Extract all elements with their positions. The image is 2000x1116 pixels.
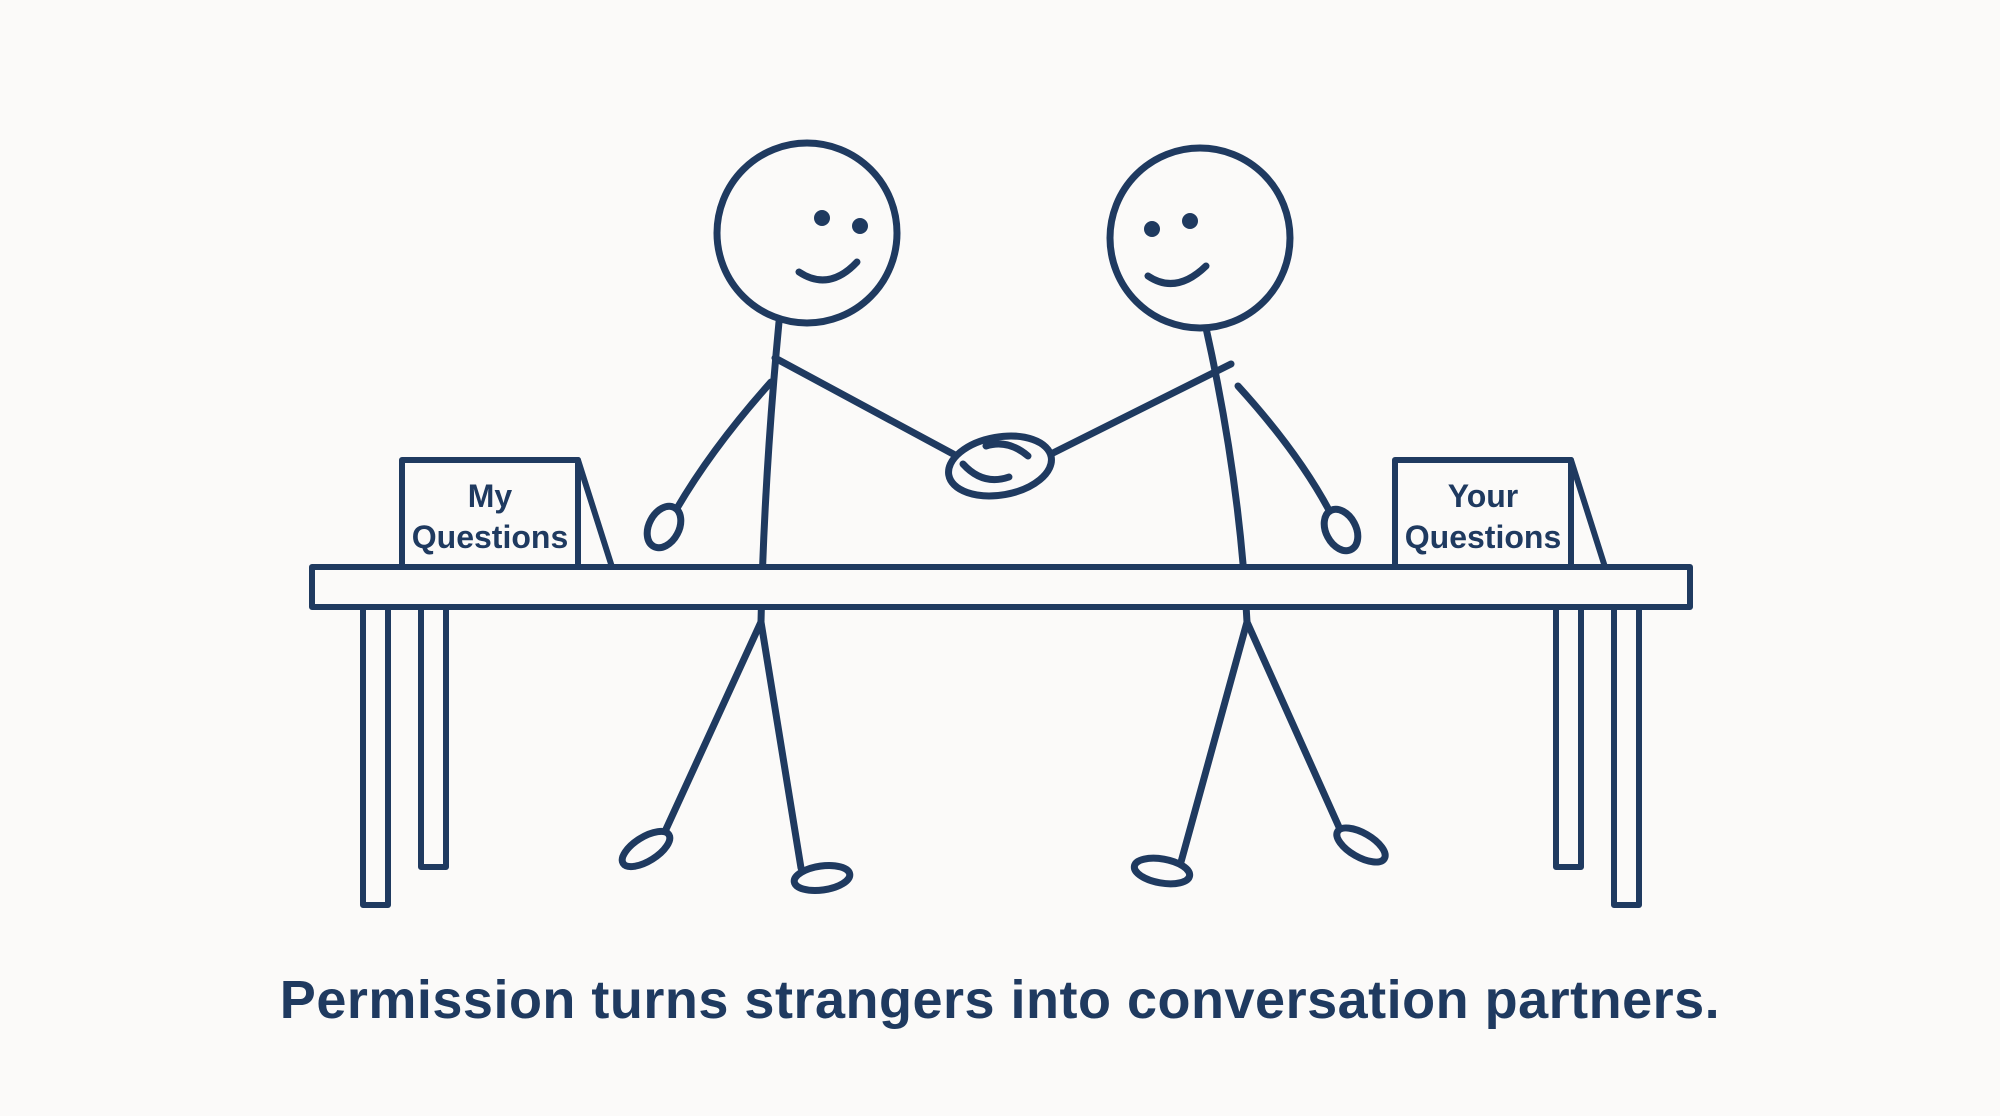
left-figure-leg-front <box>757 618 805 872</box>
left-name-card: My Questions <box>399 457 615 570</box>
handshake-finger-line <box>982 440 1032 460</box>
left-stick-figure <box>618 139 972 895</box>
left-figure-hand <box>643 502 685 552</box>
right-card-fold <box>1568 457 1608 570</box>
right-card-face <box>1392 457 1574 570</box>
table-top <box>309 564 1693 610</box>
right-figure-leg-front <box>1177 618 1251 866</box>
right-figure-eye <box>1182 213 1198 229</box>
handshake-hands <box>945 432 1055 500</box>
right-name-card: Your Questions <box>1392 457 1608 570</box>
left-figure-arm-down <box>672 378 775 514</box>
left-figure-head <box>713 139 901 327</box>
right-figure-head <box>1106 144 1294 332</box>
caption: Permission turns strangers into conversa… <box>280 970 1720 1030</box>
right-figure-eye <box>1144 221 1160 237</box>
right-card-line2: Questions <box>1405 519 1561 555</box>
left-card-line2: Questions <box>412 519 568 555</box>
left-figure-arm-shake <box>771 354 972 466</box>
table-leg <box>418 597 449 870</box>
right-stick-figure <box>1031 144 1389 888</box>
right-figure-leg-back <box>1243 618 1347 840</box>
right-figure-arm-down <box>1234 382 1334 516</box>
left-figure-smile <box>795 258 861 284</box>
right-figure-arm-shake <box>1031 360 1235 466</box>
right-card-line1: Your <box>1448 478 1519 514</box>
left-figure-foot-front <box>790 861 854 895</box>
left-figure-eye <box>814 210 830 226</box>
right-figure-hand <box>1320 505 1362 555</box>
handshake-finger-line <box>959 460 1013 484</box>
table-leg <box>360 597 391 908</box>
right-figure-foot-front <box>1130 854 1194 888</box>
left-figure-foot-back <box>618 827 674 871</box>
left-card-face <box>399 457 581 570</box>
table-leg <box>1553 597 1584 870</box>
right-figure-foot-back <box>1333 824 1389 866</box>
left-figure-eye <box>852 218 868 234</box>
table-leg <box>1611 597 1642 908</box>
left-card-fold <box>575 457 615 570</box>
left-card-line1: My <box>468 478 513 514</box>
left-figure-leg-back <box>658 618 765 842</box>
table <box>309 564 1693 908</box>
right-figure-smile <box>1144 262 1210 287</box>
